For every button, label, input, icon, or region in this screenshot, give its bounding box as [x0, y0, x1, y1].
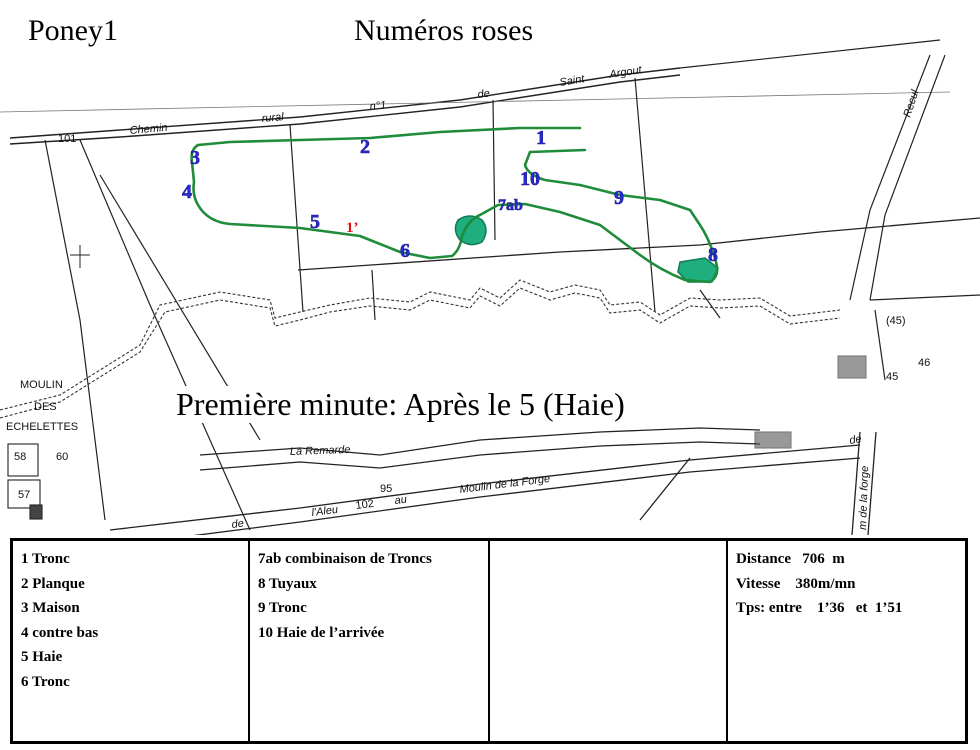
control-3: 3: [190, 147, 200, 169]
stat-distance: Distance 706 m: [736, 551, 845, 567]
course-map: Chemin rural n°1 de Saint Argout 101 MOU…: [0, 39, 980, 535]
legend-item: 5 Haie: [21, 649, 63, 665]
label-chemin: Chemin: [129, 122, 168, 137]
legend-column-1: 1 Tronc 2 Planque 3 Maison 4 contre bas …: [13, 541, 250, 741]
label-remarde: La Remarde: [290, 444, 351, 458]
label-58: 58: [14, 451, 26, 463]
legend-item: 9 Tronc: [258, 600, 307, 616]
label-n1: n°1: [369, 99, 387, 113]
label-aleu: l'Aleu: [311, 504, 339, 519]
label-road-101: 101: [58, 133, 76, 145]
stat-time: Tps: entre 1’36 et 1’51: [736, 600, 903, 616]
label-45: 45: [886, 371, 898, 383]
control-4: 4: [182, 181, 192, 203]
label-60: 60: [56, 451, 68, 463]
legend-item: 8 Tuyaux: [258, 575, 317, 592]
control-2: 2: [360, 136, 370, 158]
legend-column-2: 7ab combinaison de Troncs 8 Tuyaux 9 Tro…: [250, 541, 490, 741]
road-moulin-forge: [109, 431, 877, 535]
legend-item: 3 Maison: [21, 600, 80, 616]
label-102: 102: [355, 498, 375, 512]
control-10: 10: [520, 168, 540, 190]
label-45p: (45): [886, 315, 906, 327]
control-9: 9: [614, 187, 624, 209]
control-1: 1: [536, 127, 546, 149]
label-de3: de: [848, 433, 862, 447]
control-5: 5: [310, 211, 320, 233]
label-46: 46: [918, 357, 930, 369]
control-8: 8: [708, 244, 718, 266]
label-au: au: [394, 494, 408, 507]
label-moulin: MOULIN: [20, 379, 63, 391]
label-de: de: [477, 88, 491, 101]
first-minute-title: Première minute: Après le 5 (Haie): [172, 386, 629, 423]
legend-item: 7ab combinaison de Troncs: [258, 551, 432, 567]
label-forge-v: m de la forge: [857, 466, 871, 531]
label-echelettes: ECHELETTES: [6, 421, 78, 433]
label-des: DES: [34, 401, 57, 413]
label-95: 95: [380, 483, 392, 495]
label-saint: Saint: [559, 73, 587, 89]
forest-edge: [0, 279, 841, 419]
road-chemin-rural: [0, 39, 951, 145]
control-6: 6: [400, 240, 410, 262]
control-7ab: 7ab: [498, 197, 523, 214]
legend-item: 2 Planque: [21, 575, 85, 592]
stat-speed: Vitesse 380m/mn: [736, 575, 856, 592]
course-route: [190, 126, 719, 284]
legend-item: 1 Tronc: [21, 551, 70, 567]
buildings: [7, 355, 867, 520]
label-de2: de: [231, 518, 245, 531]
course-title: Poney1: [22, 14, 124, 48]
label-rural: rural: [261, 111, 285, 125]
legend-item: 10 Haie de l’arrivée: [258, 624, 385, 641]
label-argout: Argout: [608, 64, 644, 81]
course-stats-column: Distance 706 m Vitesse 380m/mn Tps: entr…: [728, 541, 965, 741]
first-minute-marker: 1’: [346, 220, 359, 236]
cross-marker: [70, 245, 90, 268]
legend-item: 4 contre bas: [21, 624, 99, 641]
label-57: 57: [18, 489, 30, 501]
legend-item: 6 Tronc: [21, 673, 70, 690]
numbers-title: Numéros roses: [350, 14, 538, 48]
control-legend-table: 1 Tronc 2 Planque 3 Maison 4 contre bas …: [10, 538, 968, 744]
legend-column-3: [490, 541, 728, 741]
river-remarde: [199, 427, 761, 471]
